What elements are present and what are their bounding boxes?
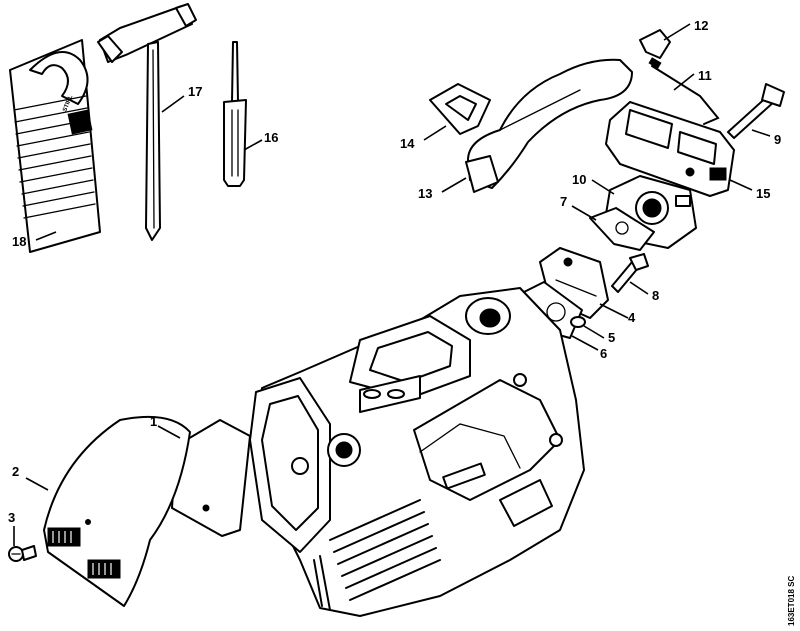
callout-12: 12 xyxy=(694,18,708,33)
callout-3: 3 xyxy=(8,510,15,525)
carburetor-gasket-part-7 xyxy=(589,207,655,251)
callout-2: 2 xyxy=(12,464,19,479)
engine-housing xyxy=(249,287,585,617)
callout-9: 9 xyxy=(774,132,781,147)
gasket-part-14 xyxy=(429,83,491,135)
instruction-manual-part-18: STIHL xyxy=(9,39,101,253)
air-filter-housing-part-15 xyxy=(605,101,735,197)
callout-13: 13 xyxy=(418,186,432,201)
callout-17: 17 xyxy=(188,84,202,99)
leader-lines xyxy=(13,23,771,546)
washer-part-5 xyxy=(570,316,586,328)
long-bolt-part-9 xyxy=(727,83,785,139)
callout-4: 4 xyxy=(628,310,636,325)
clip-part-12 xyxy=(639,29,671,59)
shroud-cover-part-2 xyxy=(43,415,191,607)
screw-part-3 xyxy=(8,545,37,562)
callout-1: 1 xyxy=(150,414,157,429)
callout-16: 16 xyxy=(264,130,278,145)
rod-part-11 xyxy=(648,57,720,125)
screwdriver-part-16 xyxy=(223,41,247,187)
cover-plate-part-1 xyxy=(171,419,251,537)
callout-8: 8 xyxy=(652,288,659,303)
callout-7: 7 xyxy=(560,194,567,209)
callout-15: 15 xyxy=(756,186,770,201)
screw-part-8 xyxy=(611,253,649,293)
callout-labels: 1 2 3 4 5 6 7 8 9 10 11 12 13 14 15 16 1… xyxy=(8,18,781,525)
callout-18: 18 xyxy=(12,234,26,249)
callout-6: 6 xyxy=(600,346,607,361)
intake-manifold-part-13 xyxy=(465,58,633,193)
callout-10: 10 xyxy=(572,172,586,187)
callout-14: 14 xyxy=(400,136,415,151)
callout-5: 5 xyxy=(608,330,615,345)
reference-code: 163ET018 SC xyxy=(787,576,796,626)
callout-11: 11 xyxy=(698,68,712,83)
combination-wrench-part-17 xyxy=(97,3,197,241)
